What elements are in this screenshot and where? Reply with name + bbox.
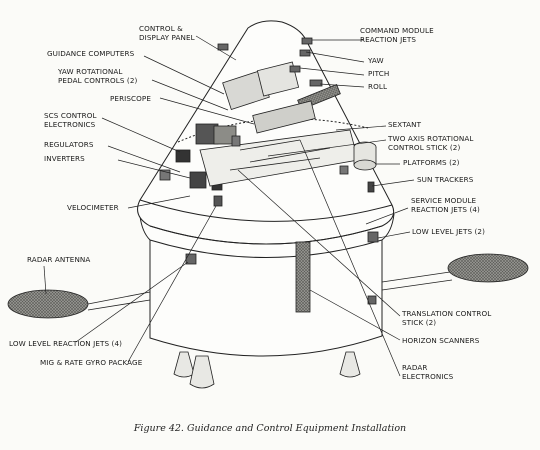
label-mig-rate-gyro-package: MIG & RATE GYRO PACKAGE (40, 358, 143, 367)
label-low-level-reaction-jets: LOW LEVEL REACTION JETS (4) (9, 339, 123, 348)
label-roll: ROLL (368, 82, 388, 91)
label-yaw-pedal-controls: YAW ROTATIONAL PEDAL CONTROLS (2) (58, 67, 138, 85)
label-two-axis-rotational-stick: TWO AXIS ROTATIONAL CONTROL STICK (2) (388, 134, 474, 152)
label-command-module-reaction-jets: COMMAND MODULE REACTION JETS (360, 26, 434, 44)
label-guidance-computers: GUIDANCE COMPUTERS (47, 49, 135, 58)
label-low-level-jets: LOW LEVEL JETS (2) (412, 227, 485, 236)
reaction-jets (185, 37, 379, 305)
radar-antenna-right (381, 253, 529, 291)
radar-antenna-left (7, 289, 151, 319)
engine-nozzles (173, 351, 361, 389)
service-module (139, 213, 395, 357)
label-platforms: PLATFORMS (2) (403, 158, 460, 167)
label-control-display-panel: CONTROL & DISPLAY PANEL (139, 24, 195, 42)
horizon-scanner-panel (295, 241, 311, 313)
label-sun-trackers: SUN TRACKERS (417, 175, 474, 184)
label-velocimeter: VELOCIMETER (67, 203, 119, 212)
label-periscope: PERISCOPE (110, 94, 152, 103)
figure-caption: Figure 42. Guidance and Control Equipmen… (133, 423, 407, 434)
label-yaw: YAW (368, 56, 384, 65)
label-regulators: REGULATORS (44, 140, 94, 149)
label-radar-electronics: RADAR ELECTRONICS (402, 363, 454, 381)
label-pitch: PITCH (368, 69, 390, 78)
label-service-module-reaction-jets: SERVICE MODULE REACTION JETS (4) (411, 196, 480, 214)
leader-lines (43, 35, 415, 377)
label-translation-control-stick: TRANSLATION CONTROL STICK (2) (402, 309, 492, 327)
cabin-equipment (159, 61, 377, 207)
label-radar-antenna: RADAR ANTENNA (27, 255, 91, 264)
label-horizon-scanners: HORIZON SCANNERS (402, 336, 480, 345)
label-inverters: INVERTERS (44, 154, 85, 163)
label-sextant: SEXTANT (388, 120, 422, 129)
command-module (137, 20, 395, 245)
label-scs-control-electronics: SCS CONTROL ELECTRONICS (44, 111, 97, 129)
